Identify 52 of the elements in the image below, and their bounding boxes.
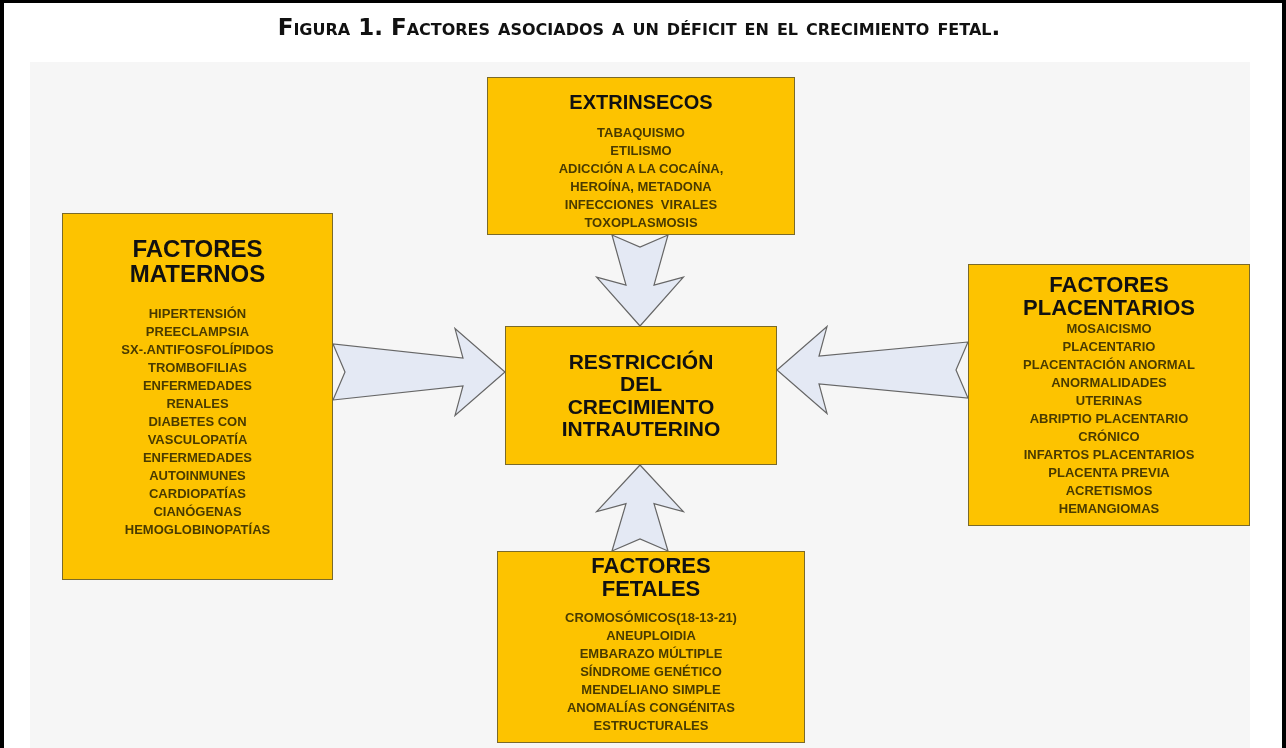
factor-item: EMBARAZO MÚLTIPLE bbox=[579, 646, 723, 662]
factor-item: ANOMALÍAS CONGÉNITAS bbox=[566, 700, 735, 716]
box-heading: EXTRINSECOS bbox=[569, 92, 713, 113]
factor-box bbox=[497, 551, 805, 743]
box-heading: FACTORES PLACENTARIOS bbox=[1022, 273, 1196, 320]
factor-item: ADICCIÓN A LA COCAÍNA, bbox=[558, 161, 724, 176]
factor-item: INFARTOS PLACENTARIOS bbox=[1023, 447, 1195, 463]
box-heading: RESTRICCIÓN DEL CRECIMIENTO INTRAUTERINO bbox=[560, 351, 722, 440]
block-arrow bbox=[776, 324, 969, 416]
factor-item: HEMOGLOBINOPATÍAS bbox=[124, 522, 271, 538]
factor-item: ESTRUCTURALES bbox=[593, 718, 709, 734]
factor-item: VASCULOPATÍA bbox=[147, 432, 248, 448]
central-box bbox=[505, 326, 777, 465]
factor-item: PLACENTACIÓN ANORMAL bbox=[1023, 357, 1195, 373]
factor-item: ANEUPLOIDIA bbox=[606, 628, 696, 644]
factor-item: HEROÍNA, METADONA bbox=[570, 179, 712, 194]
factor-item: SX-.ANTIFOSFOLÍPIDOS bbox=[121, 342, 274, 358]
factor-item: MOSAICISMO bbox=[1066, 321, 1152, 337]
factor-item: ENFERMEDADES bbox=[142, 378, 253, 394]
factor-item: AUTOINMUNES bbox=[149, 468, 246, 484]
factor-item: INFECCIONES VIRALES bbox=[564, 197, 718, 212]
factor-item: TABAQUISMO bbox=[597, 125, 685, 140]
factor-item: CRÓNICO bbox=[1078, 429, 1140, 445]
factor-item: ANORMALIDADES bbox=[1051, 375, 1167, 391]
factor-item: CROMOSÓMICOS(18-13-21) bbox=[565, 610, 737, 626]
factor-box bbox=[487, 77, 795, 235]
factor-item: HEMANGIOMAS bbox=[1058, 501, 1160, 517]
factor-item: DIABETES CON bbox=[148, 414, 247, 430]
factor-box bbox=[968, 264, 1250, 526]
factor-item: HIPERTENSIÓN bbox=[148, 306, 247, 322]
factor-item: ENFERMEDADES bbox=[142, 450, 253, 466]
factor-item: PLACENTA PREVIA bbox=[1048, 465, 1170, 481]
factor-item: ABRIPTIO PLACENTARIO bbox=[1029, 411, 1189, 427]
factor-item: UTERINAS bbox=[1075, 393, 1143, 409]
figure-title: Figura 1. Factores asociados a un déficit en el crecimiento fetal. bbox=[277, 14, 1001, 40]
factor-item: CIANÓGENAS bbox=[153, 504, 242, 520]
factor-item: MENDELIANO SIMPLE bbox=[581, 682, 721, 698]
factor-item: PLACENTARIO bbox=[1062, 339, 1156, 355]
factor-item: ACRETISMOS bbox=[1065, 483, 1153, 499]
factor-item: TOXOPLASMOSIS bbox=[584, 215, 698, 230]
factor-item: SÍNDROME GENÉTICO bbox=[580, 664, 722, 680]
factor-item: TROMBOFILIAS bbox=[148, 360, 247, 376]
factor-item: RENALES bbox=[166, 396, 229, 412]
block-arrow bbox=[594, 233, 686, 327]
factor-box bbox=[62, 213, 333, 580]
factor-item: ETILISMO bbox=[610, 143, 672, 158]
block-arrow bbox=[594, 464, 686, 553]
block-arrow bbox=[332, 326, 506, 418]
box-heading: FACTORES FETALES bbox=[590, 554, 712, 601]
factor-item: CARDIOPATÍAS bbox=[149, 486, 246, 502]
factor-item: PREECLAMPSIA bbox=[145, 324, 250, 340]
box-heading: FACTORES MATERNOS bbox=[128, 236, 267, 287]
